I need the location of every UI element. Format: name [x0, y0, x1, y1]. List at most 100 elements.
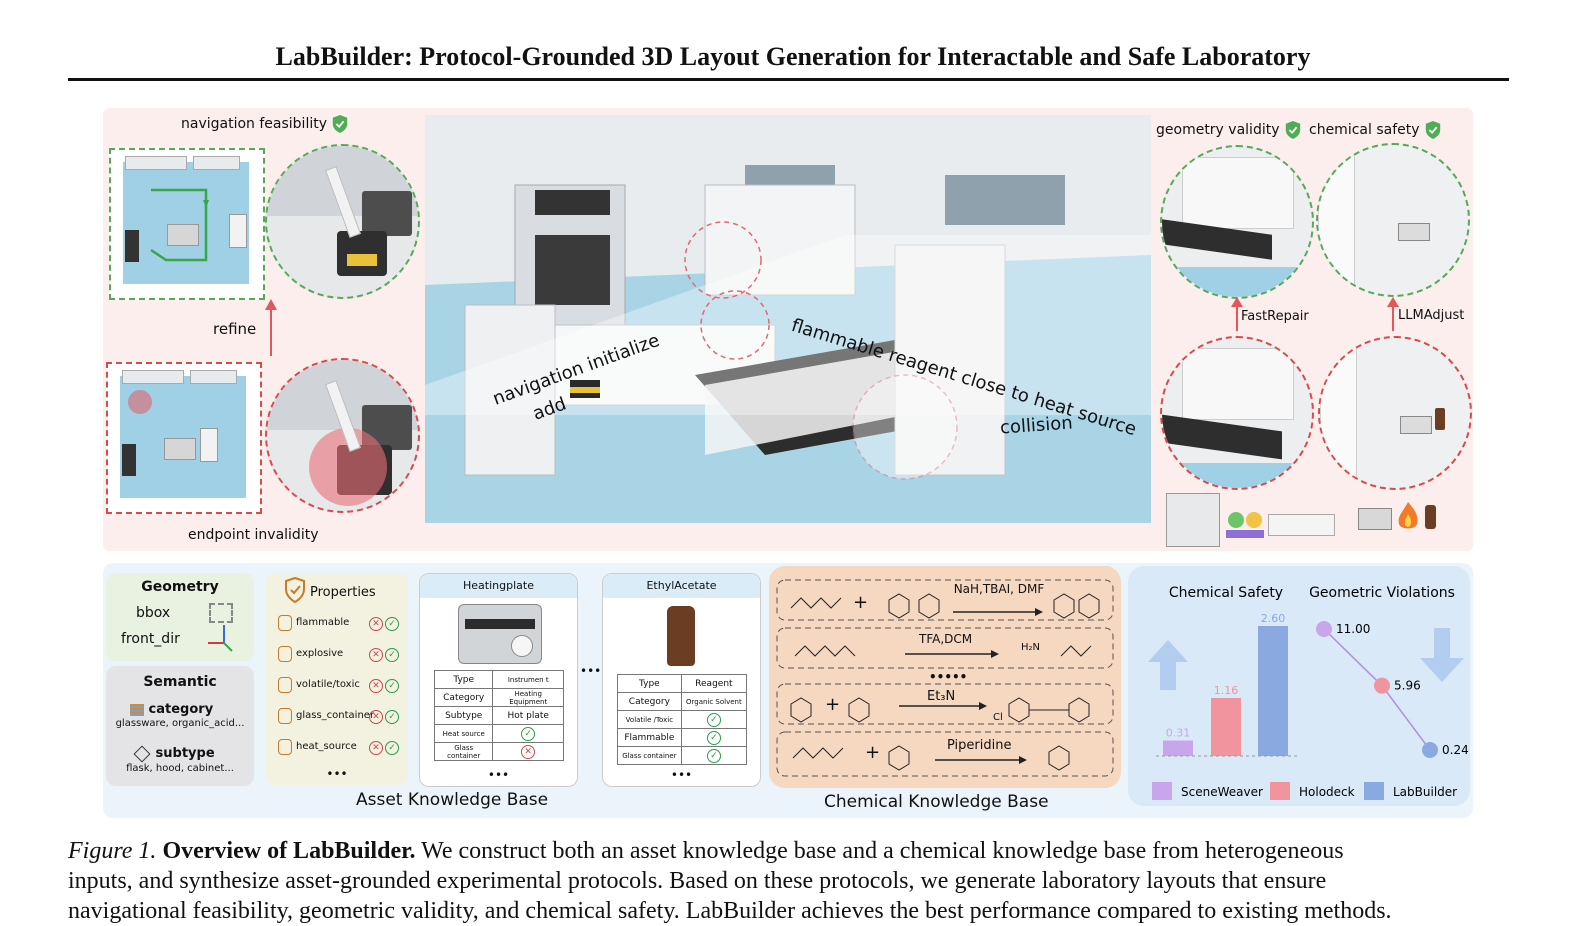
chemical-kb-label: Chemical Knowledge Base	[824, 792, 1049, 812]
geometry-title: Geometry	[141, 579, 219, 595]
table-value: Heating Equipment	[492, 688, 564, 707]
bar-value-label: 2.60	[1261, 612, 1286, 625]
property-row: flammable✕✓	[278, 611, 400, 635]
ethylacetate-title: EthylAcetate	[603, 574, 760, 598]
invalid-endpoint-marker	[128, 390, 152, 414]
reaction-boxes	[776, 579, 1114, 777]
floor	[1162, 267, 1312, 297]
bar-value-label: 1.16	[1214, 684, 1239, 697]
up-arrow-icon	[1148, 640, 1188, 690]
chart-title-safety: Chemical Safety	[1169, 585, 1283, 601]
plus-sign: +	[865, 742, 881, 763]
table-key: Type	[617, 674, 682, 693]
bench	[190, 370, 237, 384]
plate	[511, 635, 533, 657]
table-key: Glass container	[433, 742, 494, 761]
chemical-safety-text: chemical safety	[1309, 122, 1420, 138]
robot-view-valid	[265, 144, 420, 299]
shield-check-icon	[1425, 121, 1441, 139]
fume-hood	[1182, 157, 1294, 229]
property-row: heat_source✕✓	[278, 735, 400, 759]
table-value: Hot plate	[492, 706, 564, 725]
geometry-validity-text: geometry validity	[1156, 122, 1280, 138]
check-icon: ✓	[706, 712, 721, 727]
down-arrow-icon	[1420, 628, 1464, 682]
table-row: Heat source✓	[433, 724, 564, 743]
fastrepair-arrow	[1231, 297, 1243, 331]
subtype-values: flask, hood, cabinet...	[126, 763, 234, 774]
chloride-label: Cl	[993, 712, 1003, 723]
caption-line-2: inputs, and synthesize asset-grounded ex…	[68, 868, 1327, 894]
properties-card: Properties ••• flammable✕✓explosive✕✓vol…	[266, 573, 408, 785]
fastrepair-label: FastRepair	[1241, 309, 1309, 324]
semantic-title: Semantic	[143, 674, 217, 690]
table	[167, 224, 199, 246]
asset-kb-label: Asset Knowledge Base	[356, 790, 549, 810]
heating-plate	[1400, 416, 1432, 434]
chemical-unsafe-view	[1318, 336, 1472, 490]
legend-swatch	[1152, 782, 1172, 800]
caption-heading: Overview of LabBuilder.	[162, 838, 416, 864]
properties-ellipsis: •••	[326, 767, 348, 781]
navigation-path	[150, 188, 209, 262]
category-text: category	[148, 702, 214, 717]
geometry-invalid-view	[1160, 336, 1314, 490]
shield-icon	[285, 577, 305, 603]
reaction-conditions-1: NaH,TBAI, DMF	[953, 582, 1045, 596]
properties-title: Properties	[310, 585, 376, 600]
check-icon: ✓	[385, 648, 399, 662]
floor	[1162, 463, 1312, 488]
refined-floorplan	[109, 148, 265, 300]
caption-line-3: navigational feasibility, geometric vali…	[68, 898, 1392, 924]
nav-feasibility-text: navigation feasibility	[181, 116, 327, 132]
table-value: Organic Solvent	[680, 692, 748, 711]
property-row: volatile/toxic✕✓	[278, 673, 400, 697]
table-value: ✕	[492, 742, 564, 761]
property-icon	[278, 677, 292, 693]
chart-title-geometry: Geometric Violations	[1309, 585, 1455, 601]
property-row: glass_container✕✓	[278, 704, 400, 728]
point-labbuilder	[1422, 742, 1438, 758]
point-value-label: 11.00	[1336, 622, 1370, 636]
category-values: glassware, organic_acid...	[115, 718, 245, 729]
property-icon	[278, 708, 292, 724]
cabinet	[125, 230, 139, 262]
lab-render: flammable reagent close to heat source n…	[425, 115, 1151, 523]
table-key: Subtype	[433, 706, 494, 725]
heating-plate	[1398, 223, 1430, 241]
legend-swatch	[1364, 782, 1384, 800]
table-value: ✓	[680, 746, 748, 765]
bottle-thumbnail	[1425, 505, 1436, 529]
fire-icon	[1398, 502, 1418, 529]
cabinet	[122, 444, 136, 476]
reaction-conditions-4: Piperidine	[947, 738, 1012, 753]
refine-arrow	[265, 299, 277, 356]
bar-sceneweaver	[1163, 740, 1193, 756]
property-label: glass_container	[296, 710, 375, 721]
shield-check-icon	[1285, 121, 1301, 139]
check-icon: ✓	[385, 617, 399, 631]
table-key: Category	[617, 692, 682, 711]
table-value: Instrumen t	[492, 670, 564, 689]
plus-sign: +	[825, 694, 841, 715]
caption-line-1: Figure 1. Overview of LabBuilder. We con…	[68, 836, 1509, 866]
point-value-label: 0.24	[1442, 743, 1469, 757]
chemical-safe-view	[1316, 143, 1470, 297]
cross-icon: ✕	[369, 679, 383, 693]
geometry-validity-label: geometry validity	[1156, 120, 1302, 140]
table-value: ✓	[680, 710, 748, 729]
invalid-floorplan	[106, 362, 262, 514]
tag-icon	[133, 745, 151, 762]
geometry-card: Geometry bbox front_dir	[106, 573, 254, 661]
bar-holodeck	[1211, 698, 1241, 756]
property-label: flammable	[296, 617, 350, 628]
table-row: Flammable✓	[617, 728, 748, 747]
heatingplate-title: Heatingplate	[420, 574, 577, 598]
